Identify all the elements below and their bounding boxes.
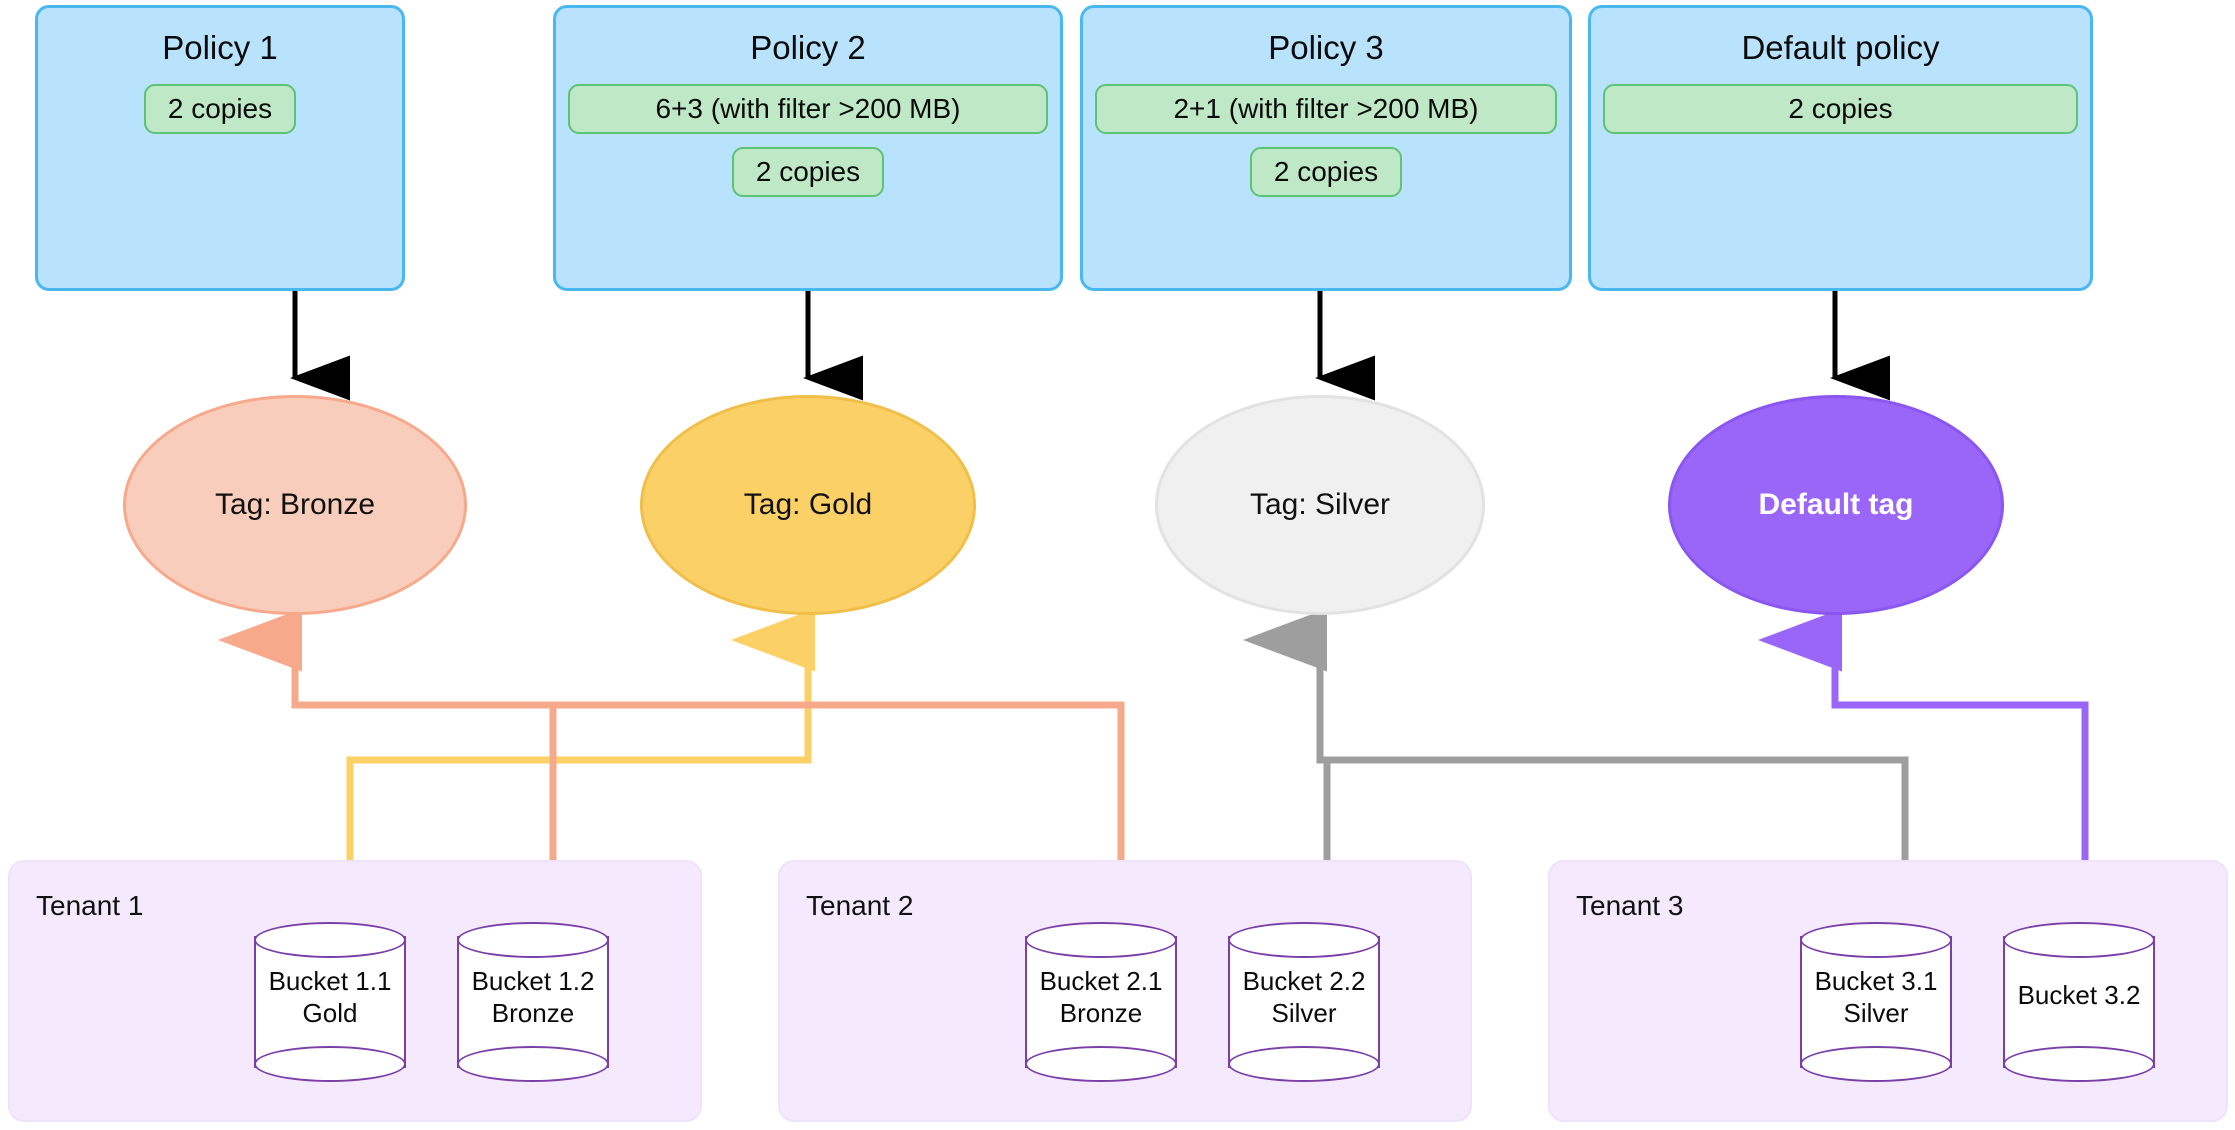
cylinder-top — [1228, 922, 1380, 958]
bucket-name: Bucket 1.1 — [268, 966, 392, 996]
cylinder-bottom — [1228, 1046, 1380, 1082]
cylinder-bottom — [1800, 1046, 1952, 1082]
bucket-tag: Silver — [1843, 997, 1909, 1028]
policy-box-policy-3[interactable]: Policy 3 2+1 (with filter >200 MB) 2 cop… — [1080, 5, 1572, 291]
tag-label: Tag: Silver — [1249, 488, 1391, 521]
bucket-name: Bucket 2.2 — [1242, 966, 1366, 996]
wire-bucket21-to-bronze — [291, 640, 1125, 932]
tag-silver[interactable]: Tag: Silver — [1155, 395, 1485, 615]
bucket-1-2[interactable]: Bucket 1.2 Bronze — [457, 922, 609, 1082]
bucket-2-1[interactable]: Bucket 2.1 Bronze — [1025, 922, 1177, 1082]
policy-rule-pill: 2 copies — [1249, 147, 1403, 198]
tenant-label: Tenant 3 — [1576, 890, 1684, 921]
policy-box-policy-2[interactable]: Policy 2 6+3 (with filter >200 MB) 2 cop… — [553, 5, 1063, 291]
bucket-1-1[interactable]: Bucket 1.1 Gold — [254, 922, 406, 1082]
tenant-label: Tenant 2 — [806, 890, 914, 921]
bucket-tag: Gold — [302, 997, 358, 1028]
cylinder-bottom — [2003, 1046, 2155, 1082]
tag-gold[interactable]: Tag: Gold — [640, 395, 976, 615]
policy-title: Policy 2 — [750, 29, 866, 66]
policy-rule-pill: 2 copies — [143, 84, 297, 135]
tag-label: Tag: Gold — [743, 488, 873, 521]
policy-title: Policy 1 — [162, 29, 278, 66]
cylinder-bottom — [254, 1046, 406, 1082]
policy-title: Policy 3 — [1268, 29, 1384, 66]
cylinder-top — [1800, 922, 1952, 958]
bucket-3-2[interactable]: Bucket 3.2 — [2003, 922, 2155, 1082]
policy-box-policy-1[interactable]: Policy 1 2 copies — [35, 5, 405, 291]
cylinder-top — [2003, 922, 2155, 958]
bucket-tag: Silver — [1271, 997, 1337, 1028]
tag-default[interactable]: Default tag — [1668, 395, 2004, 615]
cylinder-top — [1025, 922, 1177, 958]
bucket-label: Bucket 3.1 Silver — [1800, 966, 1952, 1029]
wire-bucket11-to-gold — [346, 608, 815, 932]
policy-rule-pill: 2 copies — [1603, 84, 2078, 135]
bucket-label: Bucket 2.1 Bronze — [1025, 966, 1177, 1029]
policy-box-default-policy[interactable]: Default policy 2 copies — [1588, 5, 2093, 291]
bucket-2-2[interactable]: Bucket 2.2 Silver — [1228, 922, 1380, 1082]
bucket-tag: Bronze — [1059, 997, 1143, 1028]
bucket-name: Bucket 3.2 — [2017, 980, 2141, 1010]
policy-rule-pill: 2 copies — [731, 147, 885, 198]
bucket-label: Bucket 2.2 Silver — [1228, 966, 1380, 1029]
bucket-tag: Bronze — [491, 997, 575, 1028]
tag-bronze[interactable]: Tag: Bronze — [123, 395, 467, 615]
cylinder-top — [457, 922, 609, 958]
bucket-label: Bucket 1.2 Bronze — [457, 966, 609, 1029]
bucket-name: Bucket 2.1 — [1039, 966, 1163, 996]
tag-label: Default tag — [1758, 488, 1914, 521]
tag-label: Tag: Bronze — [214, 488, 376, 521]
cylinder-bottom — [1025, 1046, 1177, 1082]
policy-rule-pill: 2+1 (with filter >200 MB) — [1095, 84, 1557, 135]
cylinder-bottom — [457, 1046, 609, 1082]
tenant-label: Tenant 1 — [36, 890, 144, 921]
policy-title: Default policy — [1741, 29, 1940, 66]
bucket-name: Bucket 1.2 — [471, 966, 595, 996]
cylinder-top — [254, 922, 406, 958]
bucket-label: Bucket 1.1 Gold — [254, 966, 406, 1029]
wire-bucket31-to-silver — [1316, 640, 1909, 932]
policy-rule-pill: 6+3 (with filter >200 MB) — [568, 84, 1048, 135]
bucket-3-1[interactable]: Bucket 3.1 Silver — [1800, 922, 1952, 1082]
bucket-name: Bucket 3.1 — [1814, 966, 1938, 996]
wire-bucket32-to-default — [1758, 608, 2089, 932]
bucket-label: Bucket 3.2 — [2003, 980, 2155, 1012]
